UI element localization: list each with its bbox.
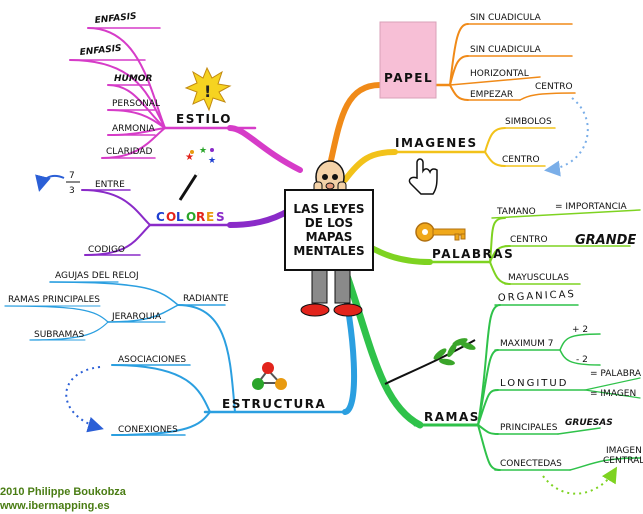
centro-connection-arrow	[544, 97, 589, 177]
longitud-child-imagen: = IMAGEN	[590, 389, 636, 399]
branch-papel	[327, 23, 576, 168]
estilo-child-enfasis-1: ENFASIS	[94, 12, 137, 26]
radiante-child-jerarquia: JERARQUIA	[111, 312, 162, 322]
key-icon	[415, 222, 466, 242]
pointing-hand-icon	[408, 158, 438, 195]
palabras-child-centro: CENTRO	[510, 235, 548, 245]
papel-child-empezar: EMPEZAR	[470, 90, 513, 100]
svg-text:★: ★	[208, 156, 216, 166]
branch-label-ramas: RAMAS	[424, 410, 480, 424]
branch-ramas	[341, 266, 641, 471]
estilo-child-enfasis-2: ENFASIS	[79, 44, 122, 58]
branch-label-palabras: PALABRAS	[432, 247, 514, 261]
estructura-child-radiante: RADIANTE	[183, 294, 229, 304]
colores-letter: O	[166, 210, 176, 224]
jerarquia-child-subramas: SUBRAMAS	[34, 330, 84, 340]
palabras-child-mayusculas: MAYUSCULAS	[508, 273, 569, 283]
estilo-child-personal: PERSONAL	[112, 99, 160, 109]
molecule-icon	[252, 362, 287, 390]
palabras-child-tamano: TAMANO	[496, 207, 536, 217]
estilo-child-claridad: CLARIDAD	[106, 147, 152, 157]
branch-label-imagenes: IMAGENES	[395, 136, 478, 150]
colores-letter: L	[176, 210, 184, 224]
colores-letter: E	[206, 210, 214, 224]
paper-sheet-icon	[379, 21, 437, 99]
svg-text:★: ★	[185, 152, 194, 163]
svg-text:!: !	[204, 82, 211, 101]
conectedas-child-imagen-central-2: CENTRAL	[603, 456, 643, 466]
ramas-child-principales: PRINCIPALES	[500, 423, 558, 433]
asociaciones-conexiones-arrow	[65, 366, 104, 433]
colores-child-codigo: CODIGO	[88, 245, 125, 255]
ramas-child-organicas: ORGANICAS	[498, 289, 576, 304]
credit-website: www.ibermapping.es	[0, 500, 110, 512]
exclamation-burst-icon: !	[184, 66, 232, 112]
colores-child-entre: ENTRE	[95, 180, 125, 190]
conectedas-child-imagen-central-1: IMAGEN	[606, 446, 642, 456]
central-sign	[284, 189, 374, 271]
credit-author: 2010 Philippe Boukobza	[0, 486, 126, 498]
ramas-child-longitud: LONGITUD	[500, 378, 568, 389]
estructura-child-asociaciones: ASOCIACIONES	[118, 355, 186, 365]
estructura-child-conexiones: CONEXIONES	[118, 425, 178, 435]
ramas-child-minus2: - 2	[576, 355, 588, 365]
colores-letter: R	[196, 210, 205, 224]
colores-letter: S	[216, 210, 225, 224]
papel-child-centro: CENTRO	[535, 82, 573, 92]
entre-values: 7 3	[66, 171, 80, 196]
jerarquia-child-ramas-principales: RAMAS PRINCIPALES	[8, 295, 100, 305]
branch-label-papel: PAPEL	[384, 71, 433, 85]
branch-imagenes	[342, 127, 556, 183]
center-title-line-2: DE LOS	[305, 216, 353, 230]
palabras-child-importancia: = IMPORTANCIA	[555, 202, 628, 212]
colores-letter: C	[156, 210, 165, 224]
ramas-child-maximum: MAXIMUM 7	[500, 339, 553, 349]
ramas-child-conectedas: CONECTEDAS	[500, 459, 562, 469]
papel-child-horizontal: HORIZONTAL	[470, 69, 529, 79]
estilo-child-humor: HUMOR	[114, 74, 152, 84]
radiante-child-agujas: AGUJAS DEL RELOJ	[55, 271, 139, 281]
papel-child-sin-cuadicula-1: SIN CUADICULA	[470, 13, 542, 23]
estilo-child-armonia: ARMONIA	[112, 124, 156, 134]
branch-estilo	[69, 27, 303, 173]
longitud-child-palabra: = PALABRA	[590, 369, 642, 379]
entre-value-7: 7	[69, 171, 75, 181]
magic-wand-icon: ★ ★ ★	[178, 146, 216, 201]
center-title-line-4: MENTALES	[293, 244, 364, 258]
imagenes-child-centro: CENTRO	[502, 155, 540, 165]
svg-text:★: ★	[199, 146, 207, 156]
branch-label-estilo: ESTILO	[176, 112, 232, 126]
center-title-line-3: MAPAS	[306, 230, 353, 244]
leafy-branch-icon	[384, 338, 476, 385]
entre-value-3: 3	[69, 186, 75, 196]
branch-label-estructura: ESTRUCTURA	[222, 397, 326, 411]
imagenes-child-simbolos: SIMBOLOS	[505, 117, 552, 127]
center-title-line-1: LAS LEYES	[293, 202, 364, 216]
entre-arrow	[35, 174, 65, 192]
colores-letter: O	[186, 210, 196, 224]
papel-child-sin-cuadicula-2: SIN CUADICULA	[470, 45, 542, 55]
principales-child-gruesas: GRUESAS	[565, 418, 613, 428]
conectedas-arrow	[542, 466, 618, 495]
ramas-child-plus2: + 2	[572, 325, 588, 335]
palabras-child-grande: GRANDE	[575, 233, 636, 248]
